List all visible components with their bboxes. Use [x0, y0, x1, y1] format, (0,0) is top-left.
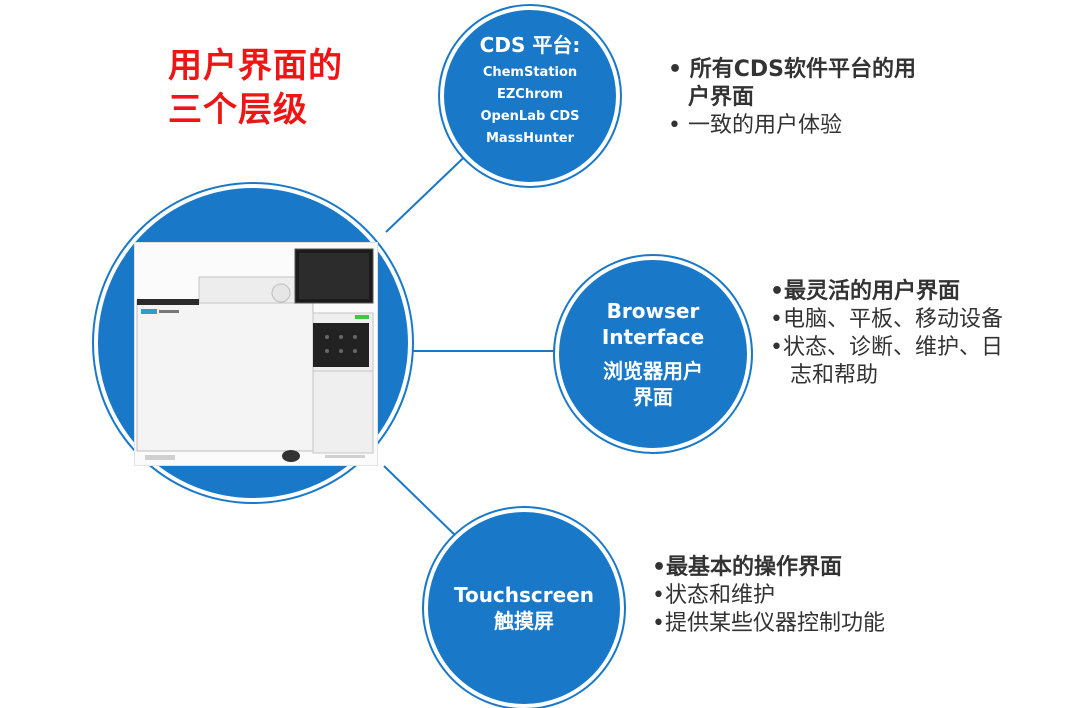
- browser-bullet-2: •电脑、平板、移动设备: [770, 307, 1003, 332]
- browser-bullet-3-cont: 志和帮助: [790, 363, 879, 388]
- browser-interface-circle: Browser Interface 浏览器用户 界面: [555, 256, 751, 452]
- connector-touch: [383, 465, 461, 541]
- cds-platform-circle: CDS 平台: ChemStation EZChrom OpenLab CDS …: [440, 6, 620, 186]
- browser-bullet-3: •状态、诊断、维护、日: [770, 335, 1003, 360]
- cds-item-chemstation: ChemStation: [482, 65, 578, 80]
- touch-bullet-1: •最基本的操作界面: [652, 555, 843, 580]
- browser-label-2: Interface: [601, 325, 705, 349]
- instrument-image: [134, 242, 378, 466]
- browser-bullet-list: •最灵活的用户界面 •电脑、平板、移动设备 •状态、诊断、维护、日 志和帮助: [770, 278, 1070, 390]
- touch-label-1: Touchscreen: [453, 583, 595, 607]
- touchscreen-circle: Touchscreen 触摸屏: [424, 508, 624, 708]
- cds-bullet-list: • 所有CDS软件平台的用 户界面 • 一致的用户体验: [668, 56, 1008, 140]
- touch-bullet-3: •提供某些仪器控制功能: [652, 611, 885, 636]
- title-line-1: 用户界面的: [168, 46, 343, 86]
- cds-bullet-1: • 所有CDS软件平台的用: [668, 57, 916, 82]
- touch-bullet-list: •最基本的操作界面 •状态和维护 •提供某些仪器控制功能: [652, 554, 952, 638]
- browser-bullet-1: •最灵活的用户界面: [770, 279, 961, 304]
- browser-label-3: 浏览器用户: [603, 359, 703, 383]
- touch-label-2: 触摸屏: [494, 609, 554, 633]
- cds-item-ezchrom: EZChrom: [497, 87, 563, 102]
- cds-bullet-1-cont: 户界面: [688, 85, 755, 110]
- browser-label-4: 界面: [633, 385, 673, 409]
- cds-item-openlab: OpenLab CDS: [480, 109, 580, 124]
- cds-item-masshunter: MassHunter: [485, 131, 575, 146]
- cds-bullet-2: • 一致的用户体验: [668, 113, 842, 138]
- cds-heading: CDS 平台:: [479, 33, 581, 57]
- touch-bullet-2: •状态和维护: [652, 583, 775, 608]
- gc-instrument-icon: [136, 248, 374, 462]
- browser-label-1: Browser: [606, 299, 700, 323]
- title-line-2: 三个层级: [168, 90, 308, 130]
- page-title: 用户界面的 三个层级: [168, 44, 343, 132]
